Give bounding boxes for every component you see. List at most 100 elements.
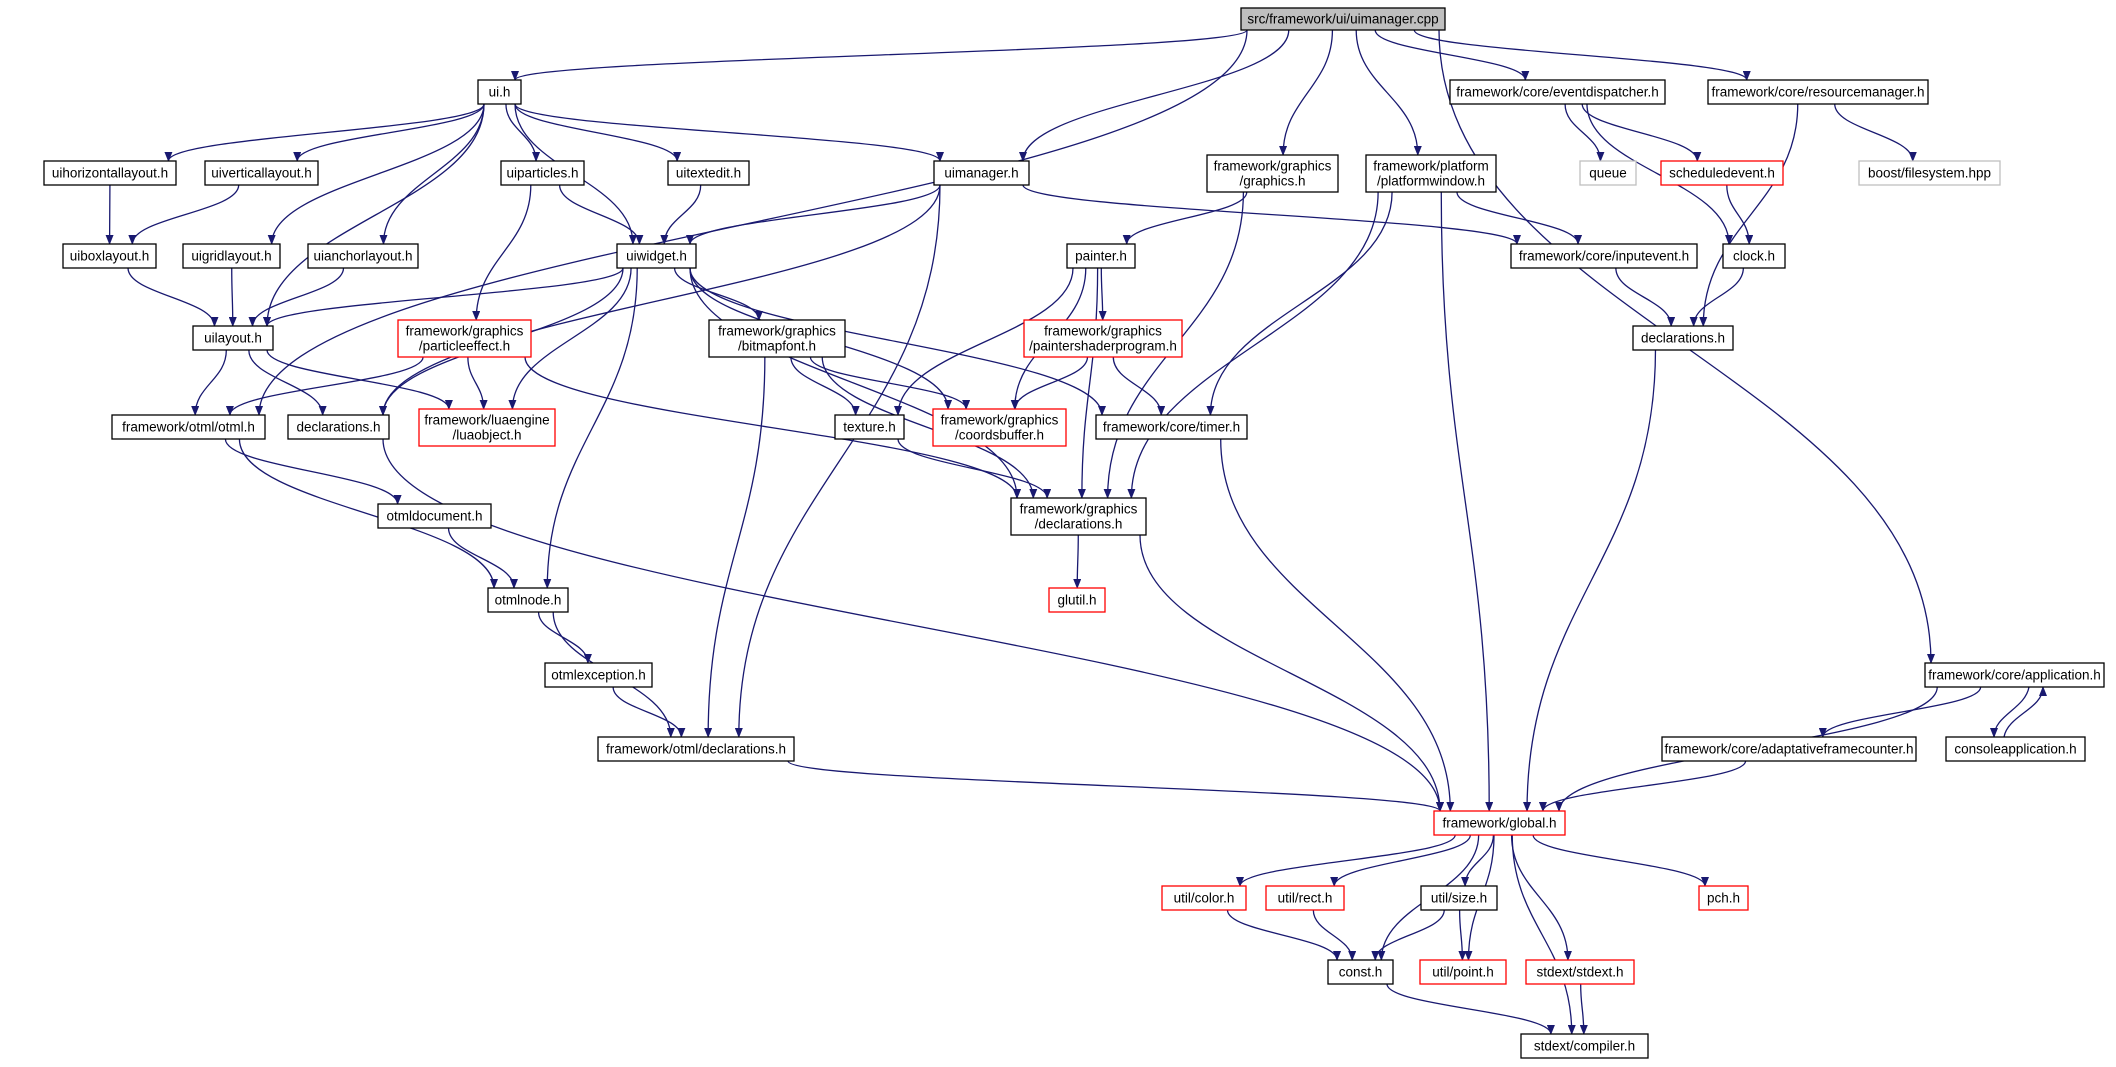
node-label: framework/core/application.h [1928, 668, 2101, 683]
graph-node-timer[interactable]: framework/core/timer.h [1095, 414, 1248, 440]
graph-node-application[interactable]: framework/core/application.h [1924, 662, 2105, 688]
graph-node-root[interactable]: src/framework/ui/uimanager.cpp [1240, 7, 1446, 31]
node-box [192, 325, 274, 351]
graph-node-color[interactable]: util/color.h [1161, 885, 1247, 911]
node-label: /declarations.h [1035, 517, 1123, 532]
node-box [43, 160, 177, 186]
graph-node-rect[interactable]: util/rect.h [1265, 885, 1345, 911]
graph-node-consoleapp[interactable]: consoleapplication.h [1945, 736, 2086, 762]
dependency-edge [191, 349, 227, 416]
graph-node-painter[interactable]: painter.h [1066, 243, 1136, 269]
graph-node-uigridlayout[interactable]: uigridlayout.h [182, 243, 281, 269]
dependency-edge [255, 29, 1248, 416]
graph-node-inputevent[interactable]: framework/core/inputevent.h [1510, 243, 1698, 269]
node-label: declarations.h [1641, 331, 1725, 346]
edge-layer [105, 29, 2047, 1035]
graph-node-platformwindow[interactable]: framework/platform/platformwindow.h [1365, 154, 1497, 193]
node-label: /bitmapfont.h [738, 339, 816, 354]
node-box [1722, 243, 1786, 269]
dependency-edge [1834, 103, 1917, 162]
graph-node-uiparticles[interactable]: uiparticles.h [500, 160, 585, 186]
node-label: uiverticallayout.h [211, 166, 312, 181]
node-box [1095, 414, 1248, 440]
node-box [1240, 7, 1446, 31]
graph-node-glutil[interactable]: glutil.h [1048, 587, 1106, 613]
dependency-edge [1990, 686, 2030, 738]
graph-node-global[interactable]: framework/global.h [1433, 810, 1566, 836]
graph-node-uihorizontallayout[interactable]: uihorizontallayout.h [43, 160, 177, 186]
graph-node-uitextedit[interactable]: uitextedit.h [667, 160, 750, 186]
graph-node-otml-decl[interactable]: framework/otml/declarations.h [597, 736, 795, 762]
dependency-edge [1456, 191, 1583, 245]
graph-node-uiwidget[interactable]: uiwidget.h [616, 243, 697, 269]
dependency-edge [1699, 103, 1799, 327]
node-box [1632, 325, 1734, 351]
graph-node-stdext[interactable]: stdext/stdext.h [1525, 959, 1635, 985]
graph-node-uilayout[interactable]: uilayout.h [192, 325, 274, 351]
graph-node-otmlnode[interactable]: otmlnode.h [487, 587, 569, 613]
node-box [1525, 959, 1635, 985]
graph-node-texture[interactable]: texture.h [834, 414, 905, 440]
graph-node-core-decl[interactable]: declarations.h [1632, 325, 1734, 351]
graph-node-uiverticallayout[interactable]: uiverticallayout.h [204, 160, 319, 186]
graph-node-const[interactable]: const.h [1327, 959, 1394, 985]
graph-node-point[interactable]: util/point.h [1419, 959, 1507, 985]
dependency-edge [1022, 184, 1521, 245]
graph-node-luaobject[interactable]: framework/luaengine/luaobject.h [418, 408, 556, 447]
node-label: boost/filesystem.hpp [1868, 166, 1991, 181]
dependency-edge [1386, 983, 1555, 1035]
graph-node-ui[interactable]: ui.h [477, 79, 522, 105]
graph-node-adaptive[interactable]: framework/core/adaptativeframecounter.h [1661, 736, 1917, 762]
graph-node-pch[interactable]: pch.h [1698, 885, 1749, 911]
graph-node-uianchorlayout[interactable]: uianchorlayout.h [307, 243, 419, 269]
node-box [377, 503, 492, 529]
node-label: framework/graphics [941, 413, 1059, 428]
node-label: uilayout.h [204, 331, 262, 346]
graph-node-uiboxlayout[interactable]: uiboxlayout.h [62, 243, 157, 269]
graph-node-resourcemanager[interactable]: framework/core/resourcemanager.h [1707, 79, 1929, 105]
dependency-edge [689, 267, 1106, 416]
dependency-edge [263, 267, 624, 327]
graph-node-particleeffect[interactable]: framework/graphics/particleeffect.h [397, 319, 532, 358]
dependency-edge [379, 184, 941, 416]
node-label: /paintershaderprogram.h [1029, 339, 1177, 354]
node-box [616, 243, 697, 269]
graph-node-bitmapfont[interactable]: framework/graphics/bitmapfont.h [708, 319, 846, 358]
node-box [1707, 79, 1929, 105]
graph-node-ui-decl[interactable]: declarations.h [287, 414, 390, 440]
node-label: framework/core/timer.h [1103, 420, 1240, 435]
dependency-edge [505, 103, 541, 162]
graph-node-paintershader[interactable]: framework/graphics/paintershaderprogram.… [1023, 319, 1183, 358]
node-box [932, 408, 1067, 447]
node-box [597, 736, 795, 762]
node-label: framework/luaengine [424, 413, 549, 428]
node-label: uianchorlayout.h [313, 249, 412, 264]
graph-node-eventdispatcher[interactable]: framework/core/eventdispatcher.h [1449, 79, 1666, 105]
node-label: declarations.h [296, 420, 380, 435]
node-label: /particleeffect.h [419, 339, 510, 354]
graph-node-scheduledevent[interactable]: scheduledevent.h [1660, 160, 1784, 186]
graph-node-otml[interactable]: framework/otml/otml.h [111, 414, 266, 440]
graph-node-coordsbuffer[interactable]: framework/graphics/coordsbuffer.h [932, 408, 1067, 447]
graph-node-otmlexception[interactable]: otmlexception.h [544, 662, 653, 688]
dependency-edge [660, 184, 702, 245]
dependency-edge [1073, 534, 1082, 589]
dependency-edge [524, 356, 1021, 499]
node-label: /platformwindow.h [1377, 174, 1485, 189]
node-box [500, 160, 585, 186]
dependency-edge [511, 29, 1248, 81]
node-box [1858, 160, 2001, 186]
node-label: framework/core/eventdispatcher.h [1456, 85, 1659, 100]
graph-node-compiler[interactable]: stdext/compiler.h [1520, 1033, 1649, 1059]
graph-node-clock[interactable]: clock.h [1722, 243, 1786, 269]
node-label: framework/graphics [1020, 502, 1138, 517]
dependency-edge [809, 356, 971, 410]
graph-node-size[interactable]: util/size.h [1420, 885, 1498, 911]
dependency-edge [2003, 686, 2047, 738]
graph-node-graphics[interactable]: framework/graphics/graphics.h [1206, 154, 1339, 193]
graph-node-otmldocument[interactable]: otmldocument.h [377, 503, 492, 529]
graph-node-gfx-decl[interactable]: framework/graphics/declarations.h [1010, 497, 1147, 536]
graph-node-uimanager-h[interactable]: uimanager.h [933, 160, 1030, 186]
graph-node-boostfs: boost/filesystem.hpp [1858, 160, 2001, 186]
